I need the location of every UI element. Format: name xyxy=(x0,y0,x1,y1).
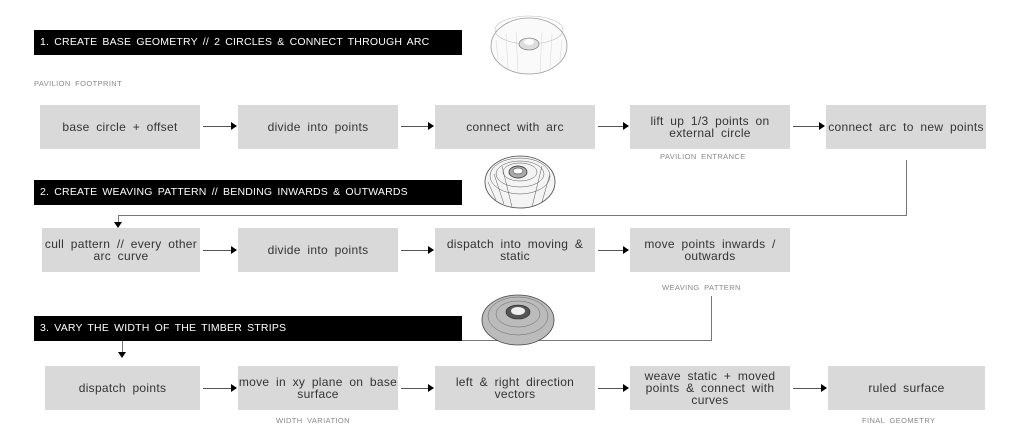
section-1-header: 1. CREATE BASE GEOMETRY // 2 CIRCLES & C… xyxy=(34,30,462,55)
step-cull-pattern: cull pattern // every other arc curve xyxy=(42,228,200,272)
arrow xyxy=(401,246,434,254)
step-divide-into-points: divide into points xyxy=(238,228,398,272)
step-connect-with-arc: connect with arc xyxy=(435,105,595,149)
base-geometry-render-icon xyxy=(490,15,568,75)
section-3-header: 3. VARY THE WIDTH OF THE TIMBER STRIPS xyxy=(34,316,462,341)
arrow xyxy=(793,122,825,130)
step-connect-arc-new-points: connect arc to new points xyxy=(826,105,986,149)
arrow xyxy=(598,246,629,254)
step-ruled-surface: ruled surface xyxy=(828,366,985,410)
width-variation-label: WIDTH VARIATION xyxy=(276,416,350,425)
step-dispatch-moving-static: dispatch into moving & static xyxy=(435,228,595,272)
step-move-xy-plane: move in xy plane on base surface xyxy=(238,366,398,410)
section-2-header: 2. CREATE WEAVING PATTERN // BENDING INW… xyxy=(34,180,462,205)
arrow xyxy=(598,122,629,130)
connector-line xyxy=(118,215,119,223)
connector-line xyxy=(122,340,123,353)
timber-strips-render-icon xyxy=(481,294,555,346)
step-direction-vectors: left & right direction vectors xyxy=(435,366,595,410)
step-lift-up-points: lift up 1/3 points on external circle xyxy=(630,105,790,149)
arrow-down-icon xyxy=(118,352,126,358)
arrow xyxy=(401,122,434,130)
step-weave-static-moved: weave static + moved points & connect wi… xyxy=(630,366,790,410)
arrow xyxy=(203,122,237,130)
arrow xyxy=(598,384,629,392)
arrow xyxy=(793,384,827,392)
connector-line xyxy=(711,296,712,341)
connector-line xyxy=(906,160,907,216)
pavilion-footprint-label: PAVILION FOOTPRINT xyxy=(34,79,123,88)
pavilion-entrance-label: PAVILION ENTRANCE xyxy=(660,152,746,161)
step-base-circle-offset: base circle + offset xyxy=(40,105,200,149)
step-divide-into-points: divide into points xyxy=(238,105,398,149)
arrow xyxy=(401,384,434,392)
arrow xyxy=(203,246,237,254)
arrow xyxy=(203,384,237,392)
step-dispatch-points: dispatch points xyxy=(45,366,200,410)
final-geometry-label: FINAL GEOMETRY xyxy=(862,416,936,425)
connector-line xyxy=(118,215,907,216)
weaving-pattern-label: WEAVING PATTERN xyxy=(662,283,741,292)
arrow-down-icon xyxy=(114,222,122,228)
step-move-points: move points inwards / outwards xyxy=(630,228,790,272)
weaving-pattern-render-icon xyxy=(484,155,556,209)
